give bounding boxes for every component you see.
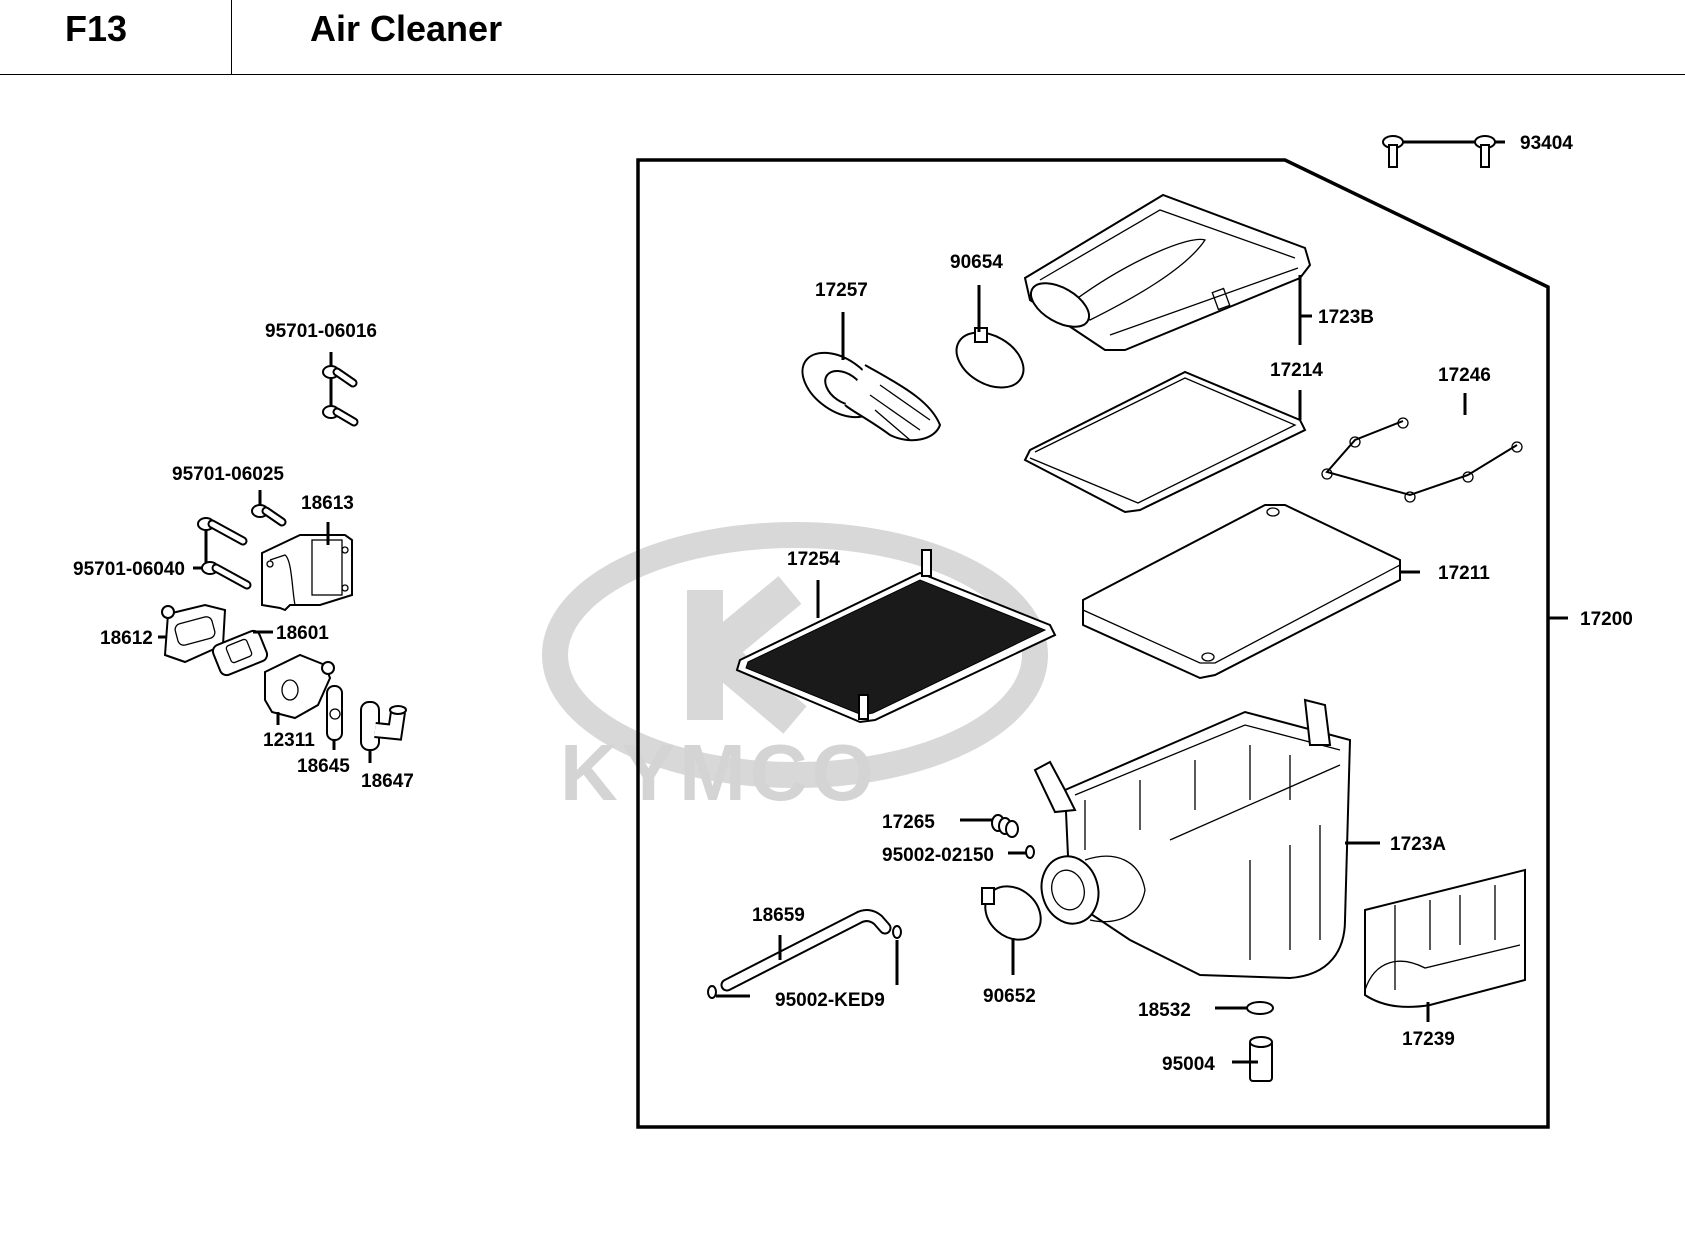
part-12311-valve-housing[interactable]	[264, 653, 335, 720]
part-label-12311[interactable]: 12311	[263, 730, 315, 751]
part-label-17211[interactable]: 17211	[1438, 563, 1490, 584]
screw-icon	[1474, 135, 1496, 168]
part-label-90652[interactable]: 90652	[983, 986, 1036, 1007]
part-label-90654[interactable]: 90654	[950, 252, 1003, 273]
part-17254-filter-element[interactable]	[735, 549, 1057, 724]
part-90652-clamp[interactable]	[975, 875, 1052, 950]
bolt-icon	[322, 365, 358, 388]
part-label-17257[interactable]: 17257	[815, 280, 868, 301]
part-label-95004[interactable]: 95004	[1162, 1054, 1215, 1075]
part-label-18612[interactable]: 18612	[100, 628, 153, 649]
part-label-17265[interactable]: 17265	[882, 812, 935, 833]
part-18532-ring[interactable]	[1246, 1001, 1274, 1015]
screw-icon	[1382, 135, 1404, 168]
part-18613-bracket[interactable]	[261, 534, 353, 612]
part-label-18647[interactable]: 18647	[361, 771, 414, 792]
part-17211-filter-sponge[interactable]	[1082, 504, 1401, 680]
part-17246-clips[interactable]	[1321, 417, 1523, 503]
part-label-17254[interactable]: 17254	[787, 549, 840, 570]
watermark-k	[687, 576, 807, 734]
part-17257-intake-duct[interactable]	[791, 340, 942, 442]
part-95701-06040-bolts[interactable]	[197, 517, 252, 590]
part-label-95701-06040[interactable]: 95701-06040	[73, 559, 185, 580]
part-18645-gasket[interactable]	[326, 685, 343, 741]
part-1723B-cover[interactable]	[1023, 193, 1312, 351]
part-label-95002-02150[interactable]: 95002-02150	[882, 845, 994, 866]
part-90654-clamp[interactable]	[947, 321, 1033, 399]
part-label-17200[interactable]: 17200	[1580, 609, 1633, 630]
part-label-95701-06016[interactable]: 95701-06016	[265, 321, 377, 342]
assembly-frame	[636, 158, 1550, 1129]
part-95701-06016-bolts[interactable]	[322, 352, 359, 427]
part-label-95701-06025[interactable]: 95701-06025	[172, 464, 284, 485]
part-label-18659[interactable]: 18659	[752, 905, 805, 926]
part-95004-cap[interactable]	[1249, 1036, 1273, 1082]
watermark-text: KYMCO	[560, 728, 878, 817]
part-18659-hose[interactable]	[720, 909, 892, 992]
part-95002-KED9-clips[interactable]	[707, 925, 902, 999]
part-18612-reed-cover[interactable]	[161, 603, 227, 664]
part-17265-drain-plug[interactable]	[991, 814, 1019, 838]
part-label-93404[interactable]: 93404	[1520, 133, 1573, 154]
watermark-ring	[542, 522, 1048, 788]
section-title: Air Cleaner	[310, 8, 503, 49]
part-18647-elbow-pipe[interactable]	[360, 701, 407, 751]
section-code: F13	[65, 8, 128, 49]
bolt-icon	[322, 405, 359, 427]
part-95701-06025-bolt[interactable]	[251, 490, 287, 527]
part-label-18532[interactable]: 18532	[1138, 1000, 1191, 1021]
part-label-17246[interactable]: 17246	[1438, 365, 1491, 386]
part-17239-side-cover[interactable]	[1364, 868, 1526, 1008]
kymco-watermark: KYMCO	[542, 522, 1048, 817]
part-label-95002-KED9[interactable]: 95002-KED9	[775, 990, 885, 1011]
part-17214-seal-gasket[interactable]	[1023, 370, 1307, 514]
part-label-1723A[interactable]: 1723A	[1390, 834, 1446, 855]
part-label-18645[interactable]: 18645	[297, 756, 350, 777]
part-95002-02150-clip[interactable]	[1025, 845, 1035, 859]
part-93404[interactable]	[1382, 135, 1505, 168]
section-code-cell: F13	[0, 0, 232, 74]
part-label-18613[interactable]: 18613	[301, 493, 354, 514]
page-header: F13 Air Cleaner	[0, 0, 1685, 75]
part-label-17239[interactable]: 17239	[1402, 1029, 1455, 1050]
part-label-18601[interactable]: 18601	[276, 623, 329, 644]
part-label-1723B[interactable]: 1723B	[1318, 307, 1374, 328]
part-18601-reed-valve[interactable]	[211, 629, 269, 677]
part-1723A-case[interactable]	[1033, 698, 1352, 980]
part-label-17214[interactable]: 17214	[1270, 360, 1323, 381]
